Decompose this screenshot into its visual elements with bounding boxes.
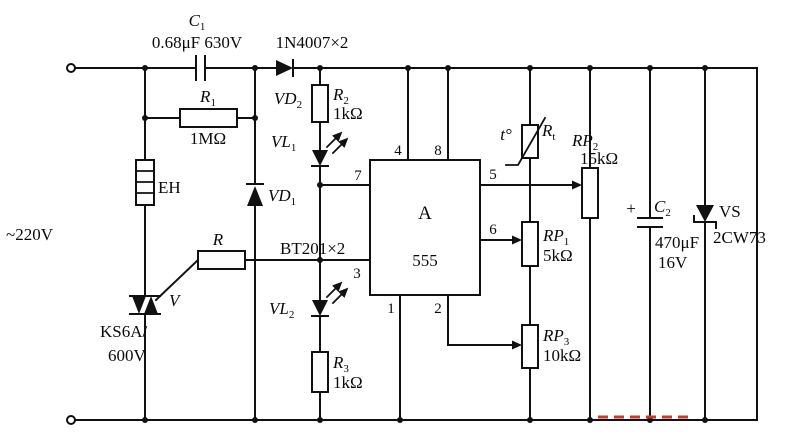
rp2-pot-icon bbox=[581, 167, 599, 219]
r3-value: 1kΩ bbox=[333, 373, 363, 392]
rp2-label: RP2 bbox=[571, 131, 598, 153]
photothyristors-type: BT201×2 bbox=[280, 239, 345, 258]
c2-value-line2: 16V bbox=[658, 253, 688, 272]
r1-label: R1 bbox=[199, 87, 216, 109]
vl1-led-icon bbox=[311, 131, 349, 167]
c2-label: C2 bbox=[654, 197, 671, 219]
vd1-label: VD1 bbox=[268, 186, 296, 208]
pin5-label: 5 bbox=[489, 167, 497, 183]
eh-heater-icon bbox=[135, 159, 155, 206]
r1-resistor-icon bbox=[179, 108, 238, 128]
triac-type-line1: KS6A/ bbox=[100, 322, 148, 341]
c2-capacitor-icon bbox=[637, 217, 663, 228]
triac-label: V bbox=[169, 291, 182, 310]
r-gate-resistor-icon bbox=[197, 250, 246, 270]
rp3-value: 10kΩ bbox=[543, 346, 581, 365]
rt-thermistor-icon bbox=[505, 116, 547, 166]
rp3-pot-icon bbox=[521, 324, 539, 369]
pin1-label: 1 bbox=[387, 301, 395, 317]
rt-temp-mark: t° bbox=[500, 125, 512, 144]
rp1-pot-icon bbox=[521, 221, 539, 267]
junction-dots bbox=[142, 65, 708, 423]
r3-label: R3 bbox=[332, 353, 349, 375]
pin7-label: 7 bbox=[354, 168, 362, 184]
wire-network bbox=[75, 67, 758, 421]
r2-resistor-icon bbox=[311, 84, 329, 123]
c2-polarity-mark: + bbox=[626, 199, 636, 218]
rt-label: Rt bbox=[541, 121, 555, 143]
r1-value: 1MΩ bbox=[190, 129, 226, 148]
ic-555-body bbox=[369, 159, 481, 296]
triac-icon bbox=[129, 258, 200, 315]
c2-value-line1: 470μF bbox=[655, 233, 699, 252]
rp3-label: RP3 bbox=[542, 326, 570, 348]
triac-type-line2: 600V bbox=[108, 346, 147, 365]
ic-type-label: 555 bbox=[412, 251, 438, 270]
r2-value: 1kΩ bbox=[333, 104, 363, 123]
rp1-value: 5kΩ bbox=[543, 246, 573, 265]
rp2-value: 15kΩ bbox=[580, 149, 618, 168]
vs-type: 2CW73 bbox=[713, 228, 766, 247]
c1-label: C1 bbox=[189, 11, 206, 33]
vl1-label: VL1 bbox=[271, 132, 296, 154]
vd1-diode-icon bbox=[246, 183, 264, 206]
ic-internal-label: A bbox=[418, 203, 432, 224]
vd2-label: VD2 bbox=[274, 89, 302, 111]
rectifier-diodes-type: 1N4007×2 bbox=[276, 33, 349, 52]
r3-resistor-icon bbox=[311, 351, 329, 393]
r2-label: R2 bbox=[332, 85, 349, 107]
vs-zener-icon bbox=[693, 205, 717, 229]
c1-value: 0.68μF 630V bbox=[152, 33, 243, 52]
vl2-label: VL2 bbox=[269, 299, 294, 321]
pin6-label: 6 bbox=[489, 222, 497, 238]
r-gate-label: R bbox=[212, 230, 224, 249]
vl2-led-icon bbox=[311, 281, 349, 317]
c1-capacitor-icon bbox=[195, 55, 206, 81]
pin3-label: 3 bbox=[353, 266, 361, 282]
vd2-diode-icon bbox=[276, 59, 294, 77]
rp1-label: RP1 bbox=[542, 226, 569, 248]
input-terminal-top bbox=[66, 63, 76, 73]
vs-label: VS bbox=[719, 202, 741, 221]
mains-voltage-label: ~220V bbox=[6, 225, 54, 244]
pin4-label: 4 bbox=[394, 143, 402, 159]
eh-label: EH bbox=[158, 178, 181, 197]
input-terminal-bottom bbox=[66, 415, 76, 425]
pin8-label: 8 bbox=[434, 143, 442, 159]
pin2-label: 2 bbox=[434, 301, 442, 317]
